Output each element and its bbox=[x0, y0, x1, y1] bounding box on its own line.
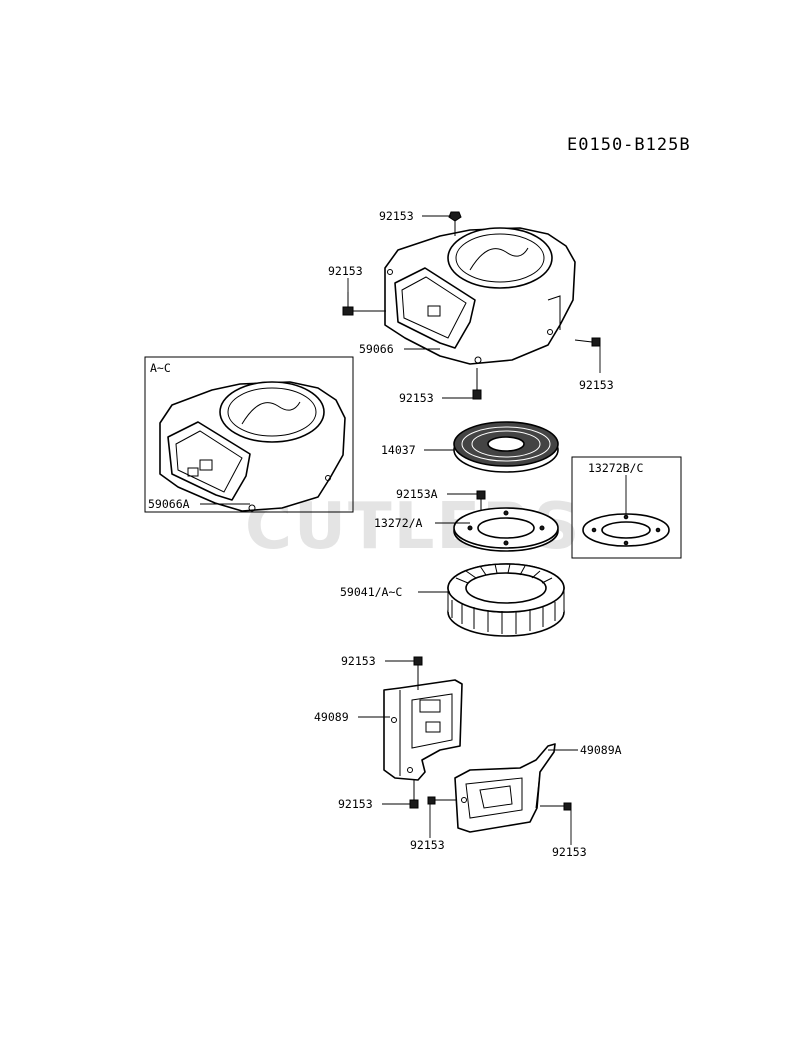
label-bolt-cover-br: 92153 bbox=[552, 845, 587, 859]
housing-59066-drawing bbox=[384, 227, 576, 365]
label-bolt-left: 92153 bbox=[328, 264, 363, 278]
label-cover-right: 49089A bbox=[580, 743, 622, 757]
label-bolt-cover-bl: 92153 bbox=[338, 797, 373, 811]
bolt-icons-housing bbox=[342, 211, 601, 400]
inset-box-plate bbox=[571, 456, 682, 559]
label-cover-left: 49089 bbox=[314, 710, 349, 724]
label-inset-plate: 13272B/C bbox=[588, 461, 643, 475]
fan-59041-drawing bbox=[447, 563, 565, 637]
label-screen: 14037 bbox=[381, 443, 416, 457]
label-bolt-top: 92153 bbox=[379, 209, 414, 223]
cover-49089a-drawing bbox=[454, 743, 556, 833]
bolt-icon-plate bbox=[476, 490, 486, 512]
label-bolt-cover-top: 92153 bbox=[341, 654, 376, 668]
label-plate: 13272/A bbox=[374, 516, 423, 530]
label-bolt-under-housing: 92153 bbox=[399, 391, 434, 405]
label-inset-housing-box: A~C bbox=[150, 361, 171, 375]
screen-14037-drawing bbox=[453, 421, 559, 473]
leader-lines bbox=[200, 215, 627, 845]
label-housing: 59066 bbox=[359, 342, 394, 356]
plate-13272bc-drawing bbox=[582, 513, 670, 547]
bolt-icons-covers bbox=[409, 656, 572, 811]
label-bolt-right: 92153 bbox=[579, 378, 614, 392]
inset-box-housing bbox=[144, 356, 354, 513]
plate-13272a-drawing bbox=[453, 507, 559, 552]
label-bolt-plate: 92153A bbox=[396, 487, 438, 501]
label-inset-housing: 59066A bbox=[148, 497, 190, 511]
cover-49089-drawing bbox=[383, 679, 463, 781]
label-bolt-cover-bm: 92153 bbox=[410, 838, 445, 852]
housing-59066a-drawing bbox=[159, 381, 346, 512]
diagram-code: E0150-B125B bbox=[567, 135, 691, 155]
label-fan: 59041/A~C bbox=[340, 585, 402, 599]
